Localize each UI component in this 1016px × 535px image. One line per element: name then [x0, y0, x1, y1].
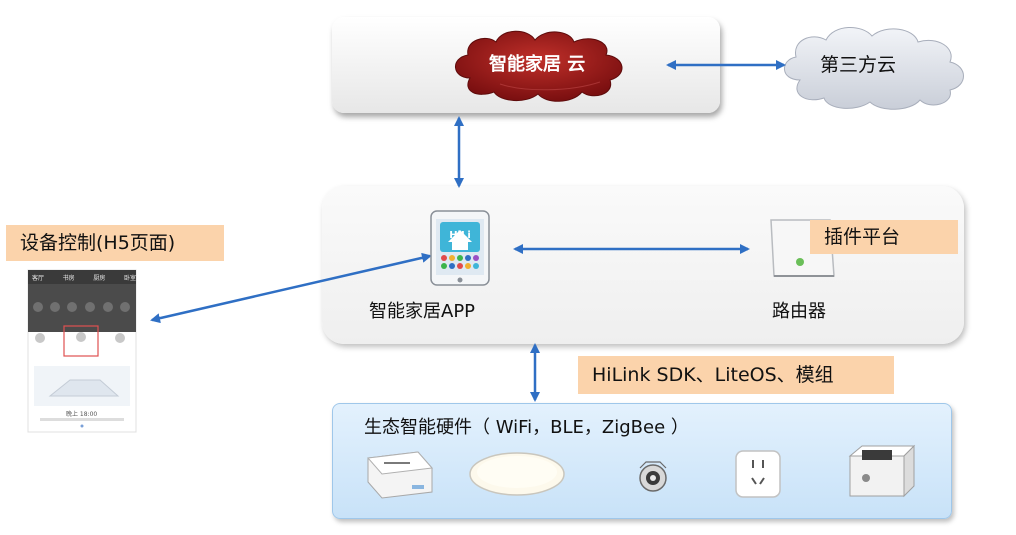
phone-tab-living: 客厅: [32, 275, 45, 282]
smart-home-app-label: 智能家居APP: [369, 301, 476, 322]
smart-home-cloud-label: 智能家居 云: [489, 54, 586, 75]
downlight-icon: [639, 461, 667, 492]
smart-socket-icon: [735, 450, 781, 498]
h5-phone-screenshot: [27, 269, 137, 433]
smart-speaker-device-icon: [848, 444, 916, 498]
third-party-cloud-shape: [784, 27, 964, 110]
hardware-box: [332, 403, 952, 519]
app-icon-text: HiLi: [449, 230, 471, 241]
plugin-platform-badge: 插件平台: [810, 220, 958, 254]
hardware-title: 生态智能硬件（ WiFi，BLE，ZigBee ）: [364, 417, 689, 438]
connection-arrows: [150, 60, 786, 402]
phone-tab-study: 书房: [62, 275, 75, 282]
phone-status-time: 晚上 18:00: [66, 411, 98, 418]
phone-room-tabs: 客厅 书房 厨房 卧室: [32, 273, 136, 282]
ceiling-light-icon: [469, 452, 565, 496]
hilink-sdk-badge: HiLink SDK、LiteOS、模组: [578, 356, 894, 394]
smart-home-cloud-shape: [455, 30, 623, 102]
phone-tab-bedroom: 卧室: [123, 275, 136, 282]
third-party-cloud-label: 第三方云: [820, 54, 897, 76]
router-label: 路由器: [772, 301, 826, 322]
smart-plug-strip-icon: [366, 451, 434, 499]
smartphone-app-icon: [430, 210, 490, 286]
phone-tab-kitchen: 厨房: [93, 275, 106, 282]
device-control-badge: 设备控制(H5页面): [6, 225, 224, 261]
